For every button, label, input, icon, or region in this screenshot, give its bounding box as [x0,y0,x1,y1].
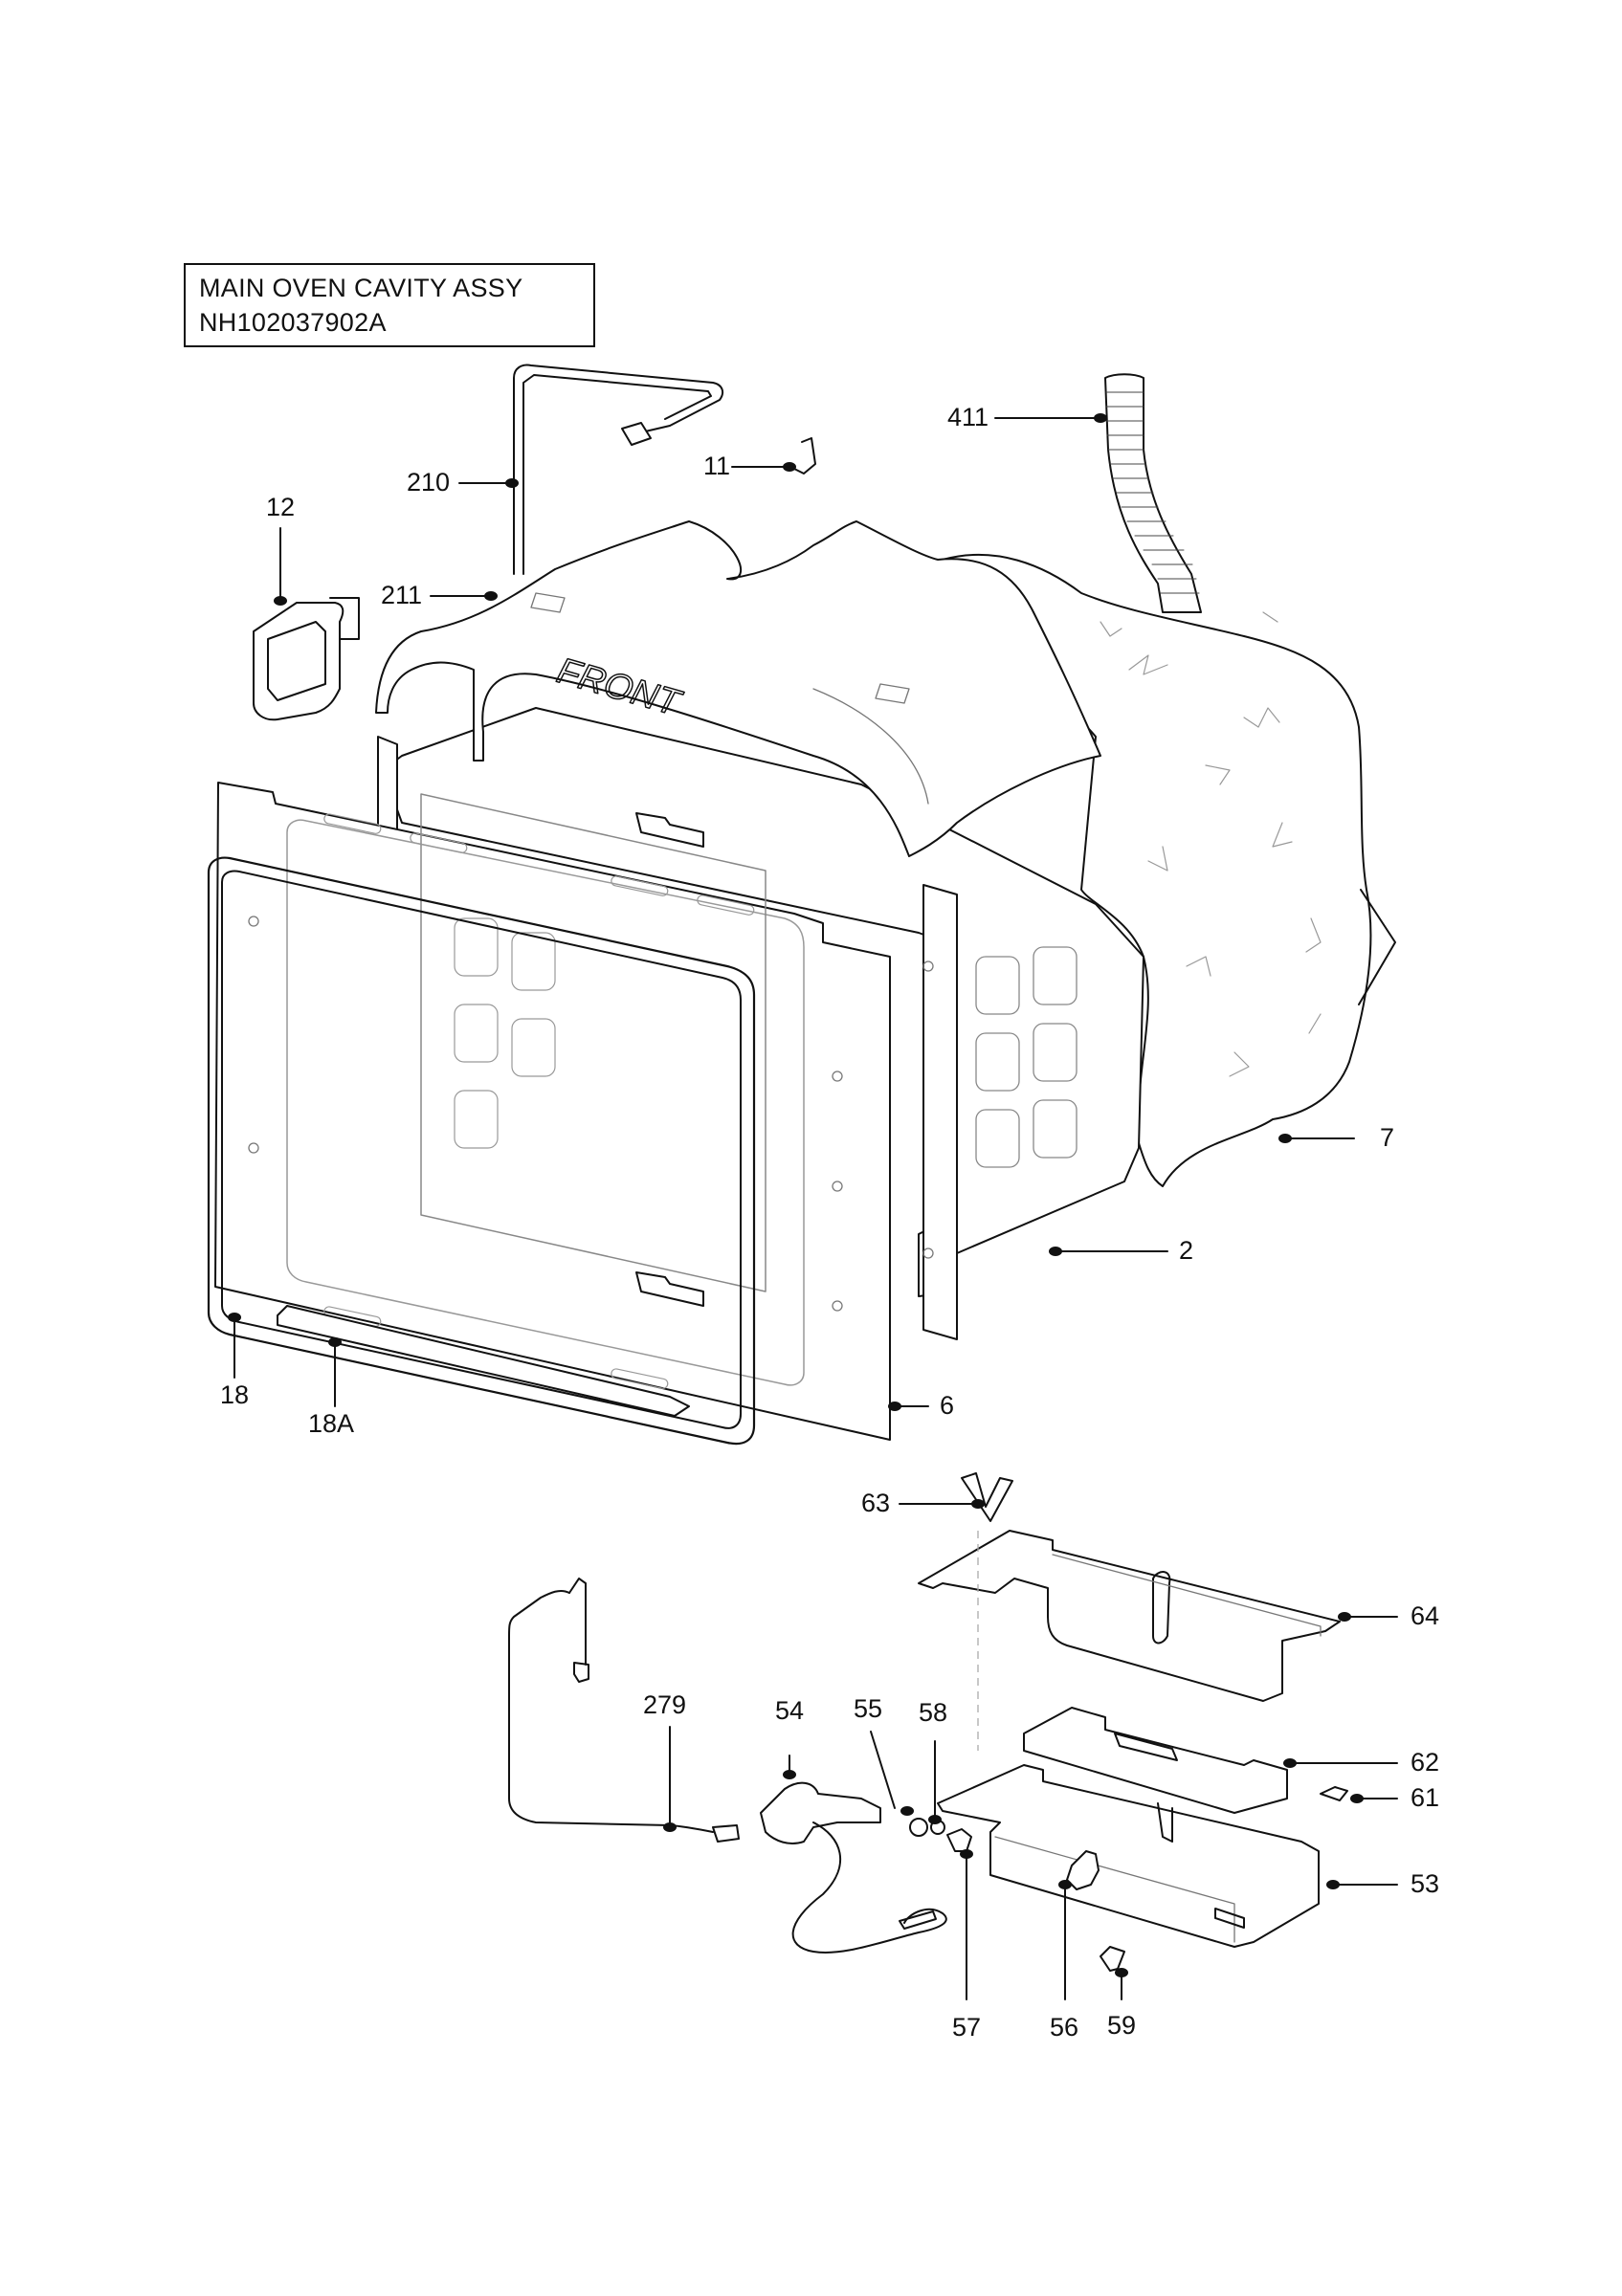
callout-211: 211 [381,581,423,609]
rear-flange [1358,889,1396,1005]
callout-12: 12 [266,493,296,521]
oven-lamp [253,602,344,721]
callout-53: 53 [1411,1869,1440,1898]
callout-64: 64 [1411,1601,1440,1630]
callout-55: 55 [854,1694,883,1723]
callout-59: 59 [1107,2011,1137,2040]
clip-59 [1100,1946,1125,1972]
vent-hose [1104,373,1202,613]
plate-62-slot [1114,1733,1178,1761]
seal-55 [909,1818,928,1837]
callout-6: 6 [940,1391,955,1420]
callout-2: 2 [1179,1236,1194,1265]
probe-tube-outer [522,374,712,575]
callout-411: 411 [947,403,989,431]
insulation-blanket [942,553,1372,1187]
callout-57: 57 [952,2013,982,2042]
side-rail-right [922,884,958,1340]
callout-210: 210 [407,468,451,497]
hinge-clip-bottom [635,1271,704,1307]
sensor-cable-279 [508,1589,714,1833]
sensor-body-54 [760,1781,881,1844]
vent-hose-ribs [1105,391,1200,594]
cavity-interior [420,793,767,1292]
sensor-cable-279-top [568,1578,587,1666]
cover-plate-64 [918,1530,1341,1702]
bottom-trim-strip [277,1305,690,1417]
tray-53-tab [1157,1802,1173,1843]
callout-62: 62 [1411,1748,1440,1777]
callout-11: 11 [703,452,731,480]
top-heat-shield [375,520,1101,857]
callout-dots [228,413,1364,1977]
callout-18: 18 [220,1380,250,1409]
callout-18a: 18A [308,1409,355,1438]
frame-holes [248,916,934,1312]
cover-plate-64-rib [1152,1571,1171,1645]
tray-53-notch [1214,1908,1245,1929]
sensor-wire [791,1821,947,1954]
assembly-part-number: NH102037902A [199,308,387,337]
probe-tube [513,364,724,575]
hinge-clip-top [635,812,704,848]
clip-11 [793,437,816,475]
mounting-plate-62 [1023,1707,1288,1814]
callout-56: 56 [1050,2013,1079,2042]
callout-7: 7 [1380,1123,1395,1152]
insulation-texture [1100,611,1322,1077]
cavity-side-embossing [975,946,1078,1168]
cavity-interior-embossing [454,917,556,1149]
probe-tube-nozzle [621,422,652,446]
callout-54: 54 [775,1696,805,1725]
front-frame-opening [286,819,805,1386]
assembly-title: MAIN OVEN CAVITY ASSY [199,274,523,302]
callout-279: 279 [643,1690,687,1719]
title-box: MAIN OVEN CAVITY ASSY NH102037902A [184,263,595,347]
bracket-tray-53 [937,1764,1320,1948]
callout-61: 61 [1411,1783,1440,1812]
leader-lines [233,417,1398,2000]
frame-slots [323,813,755,1389]
sensor-tip [899,1910,937,1930]
clip-63 [961,1472,1013,1522]
plug-57 [946,1828,972,1852]
sensor-cable-279-plug [712,1824,740,1843]
callout-63: 63 [861,1489,891,1517]
oven-lamp-housing [329,597,360,640]
door-seal-gasket [207,856,756,1446]
callout-58: 58 [919,1698,948,1727]
sensor-cable-279-connector [573,1662,589,1683]
shield-details [530,592,929,805]
oven-lamp-glass [267,621,326,701]
clip-61 [1320,1786,1348,1801]
